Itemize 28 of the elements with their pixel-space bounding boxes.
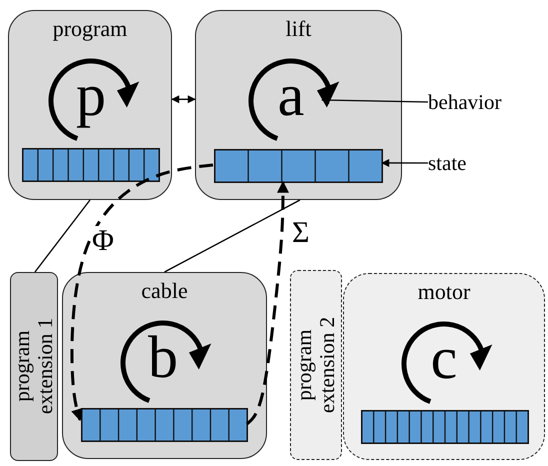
connector (70, 164, 214, 422)
connector (246, 180, 289, 426)
extension-label: program extension 1 (10, 316, 56, 416)
component-title: motor (416, 280, 472, 304)
component-box (8, 10, 172, 200)
behavior-symbol: b (147, 327, 179, 387)
connector (164, 199, 300, 273)
state-bar (361, 410, 529, 444)
connector (34, 200, 91, 272)
state-bar (22, 148, 160, 182)
behavior-symbol: c (430, 328, 458, 388)
connector (171, 95, 196, 104)
annotation-label: state (428, 151, 466, 175)
extension-label: program extension 2 (292, 315, 338, 415)
component-box (62, 272, 267, 459)
component-box (343, 273, 545, 460)
behavior-symbol: a (276, 65, 306, 125)
extension-panel (10, 272, 58, 461)
state-bar (214, 149, 383, 183)
extension-panel (290, 270, 342, 460)
leader-line (321, 96, 428, 104)
component-box (195, 10, 402, 200)
leader-line (381, 158, 428, 167)
component-title: cable (140, 279, 189, 303)
component-title: program (52, 17, 128, 41)
annotation-label: behavior (428, 90, 502, 114)
state-bar (81, 408, 248, 442)
component-title: lift (284, 17, 312, 41)
